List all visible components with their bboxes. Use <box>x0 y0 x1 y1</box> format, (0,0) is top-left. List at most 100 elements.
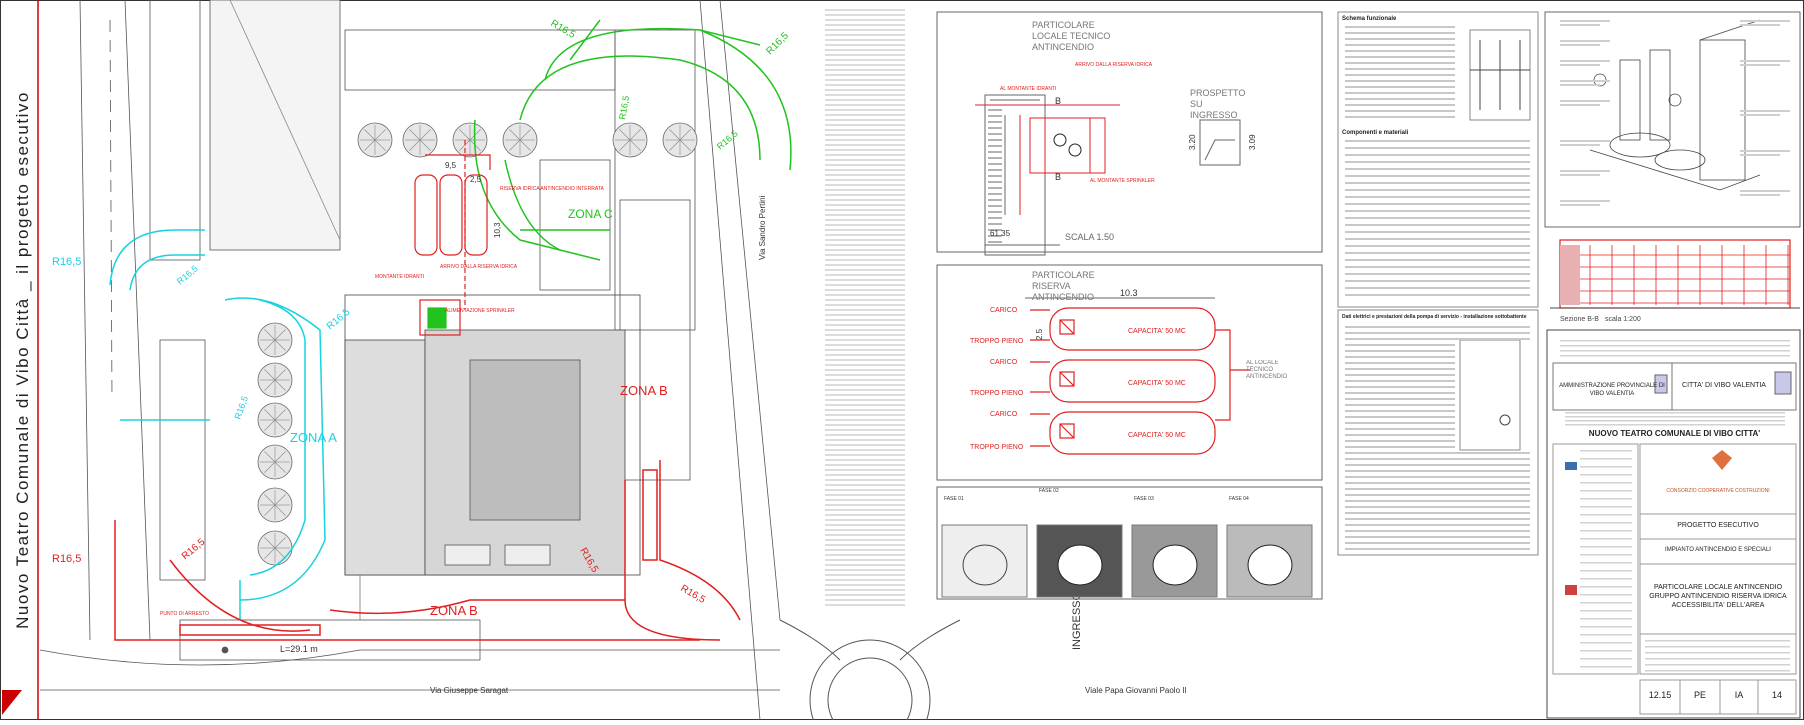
section-label: Sezione B-B <box>1560 316 1599 323</box>
tree-branch <box>519 129 531 141</box>
tree-branch <box>264 409 276 421</box>
callout-line <box>1560 20 1610 22</box>
schema-line <box>1345 56 1455 58</box>
component-line <box>1345 280 1530 282</box>
detail-locale-labels: PARTICOLARE LOCALE TECNICO ANTINCENDIO P… <box>990 20 1257 242</box>
component-line <box>1345 287 1530 289</box>
tree-branch <box>679 139 691 151</box>
callout-line <box>1560 40 1610 42</box>
site-reserve <box>414 140 491 336</box>
pump-note-line <box>1345 392 1455 394</box>
tb-line <box>1560 340 1790 342</box>
radius-1: R16,5 <box>52 256 81 268</box>
schema-line <box>1345 116 1455 118</box>
tank-1-capacity: CAPACITA' 50 MC <box>1128 328 1186 335</box>
street-saragat: Via Giuseppe Saragat <box>430 686 509 695</box>
component-line <box>1345 189 1530 191</box>
tb-line <box>1645 640 1790 642</box>
pump-note-line <box>1345 416 1455 418</box>
schema-line <box>1345 44 1455 46</box>
pump-note-line <box>1345 530 1530 532</box>
street-pertini: Via Sandro Pertini <box>758 195 767 260</box>
component-line <box>1345 203 1530 205</box>
reserve-dim-2: 2,5 <box>470 175 482 184</box>
carico-2: CARICO <box>990 359 1018 366</box>
tree-branch <box>264 379 276 391</box>
tree-branch <box>274 379 286 391</box>
callout-line <box>1560 84 1600 86</box>
fase-1: FASE 01 <box>941 496 1028 598</box>
radius-5: R16,5 <box>549 18 578 41</box>
tree-branch <box>264 547 276 559</box>
schema-line <box>1345 104 1455 106</box>
tree-branch <box>469 129 481 141</box>
component-line <box>1345 196 1530 198</box>
pump-note-line <box>1345 470 1530 472</box>
component-line <box>1345 217 1530 219</box>
category-label: IMPIANTO ANTINCENDIO E SPECIALI <box>1665 547 1771 553</box>
dim-309: 3.09 <box>1248 134 1257 150</box>
tree <box>402 122 438 158</box>
tb-side-line <box>1580 450 1632 452</box>
detail-locale-frame <box>936 11 1323 256</box>
schema-title: Schema funzionale <box>1342 16 1397 22</box>
tb-side-line <box>1580 514 1632 516</box>
al-montante-idranti: AL MONTANTE IDRANTI <box>1000 86 1056 92</box>
component-line <box>1345 140 1530 142</box>
callout-line <box>1560 24 1600 26</box>
tree-branch <box>264 537 276 549</box>
tree-branch <box>264 339 276 351</box>
callout-line <box>1560 204 1600 206</box>
component-line <box>1345 182 1530 184</box>
tb-line <box>1645 658 1790 660</box>
schema-line <box>1345 110 1455 112</box>
tree-branch <box>364 129 376 141</box>
tree-branch <box>374 139 386 151</box>
al-locale-label: AL LOCALE TECNICO ANTINCENDIO <box>1246 360 1288 380</box>
schema-line <box>1345 50 1455 52</box>
schema-line <box>1345 26 1455 28</box>
pump-note-line <box>1345 536 1530 538</box>
fasi-panel: FASE 01 FASE 02 FASE 03 FASE 04 <box>936 486 1323 600</box>
reserve-title: PARTICOLARE RISERVA ANTINCENDIO <box>1032 270 1095 302</box>
roundabout <box>779 619 961 725</box>
tb-line <box>1560 355 1790 357</box>
schema-line <box>1345 38 1455 40</box>
tb-line <box>1645 670 1790 672</box>
montante-idranti-label: MONTANTE IDRANTI <box>375 274 424 280</box>
tb-side-line <box>1580 458 1632 460</box>
zone-a-label: ZONA A <box>290 430 337 445</box>
tree-branch <box>669 139 681 151</box>
pump-note-line <box>1345 374 1455 376</box>
fase-4: FASE 04 <box>1226 496 1313 598</box>
callout-line <box>1740 20 1790 22</box>
tree <box>257 487 293 523</box>
callout-line <box>1560 64 1600 66</box>
callout-line <box>1740 190 1790 192</box>
pump-title: Dati elettrici e prestazioni della pompa… <box>1342 314 1527 320</box>
fase-3-label: FASE 03 <box>1134 496 1154 502</box>
tree <box>257 444 293 480</box>
component-line <box>1345 168 1530 170</box>
pump-note-line <box>1345 350 1455 352</box>
pump-note-line <box>1345 458 1530 460</box>
tb-side-line <box>1580 562 1632 564</box>
reserve-dim-h: 2.5 <box>1035 328 1044 340</box>
tree-branch <box>274 494 286 506</box>
pump-note-line <box>1345 380 1455 382</box>
tree-branch <box>374 129 386 141</box>
tb-side-line <box>1580 546 1632 548</box>
callout-line <box>1740 114 1780 116</box>
tree-branch <box>459 129 471 141</box>
pump-note-line <box>1345 326 1530 328</box>
callout-line <box>1740 60 1790 62</box>
troppo-pieno-3: TROPPO PIENO <box>970 444 1024 451</box>
tb-side-line <box>1580 650 1632 652</box>
length-dimension: L=29.1 m <box>280 644 318 654</box>
pump-note-line <box>1345 452 1530 454</box>
tb-side-line <box>1580 538 1632 540</box>
pump-note-line <box>1345 476 1530 478</box>
tree <box>662 122 698 158</box>
tree-branch <box>264 504 276 516</box>
